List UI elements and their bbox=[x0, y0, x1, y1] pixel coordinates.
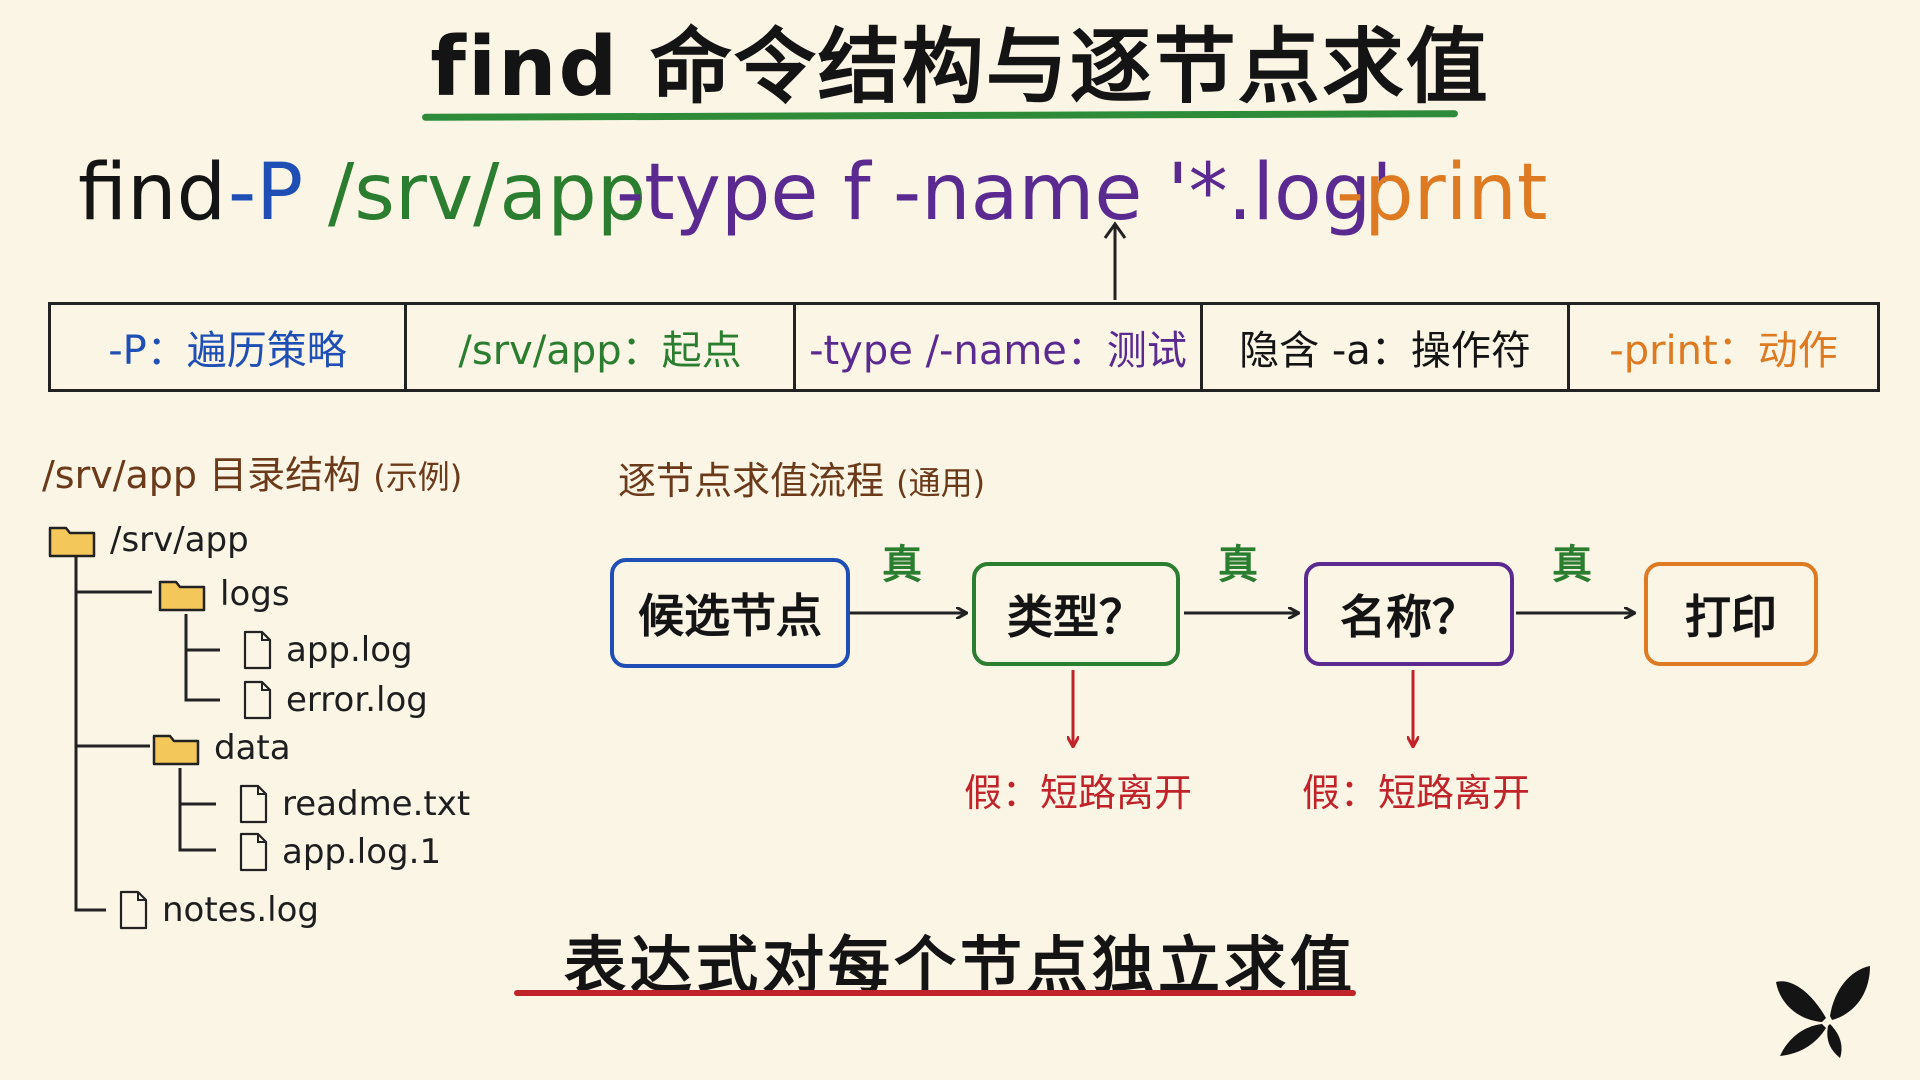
flow-node-candidate: 候选节点 bbox=[610, 558, 850, 668]
tree-item-name: data bbox=[214, 728, 291, 768]
segment-label: 隐含 -a：操作符 bbox=[1239, 328, 1531, 374]
tree-connectors bbox=[74, 554, 220, 912]
file-icon bbox=[239, 784, 268, 824]
flow-node-label: 类型？ bbox=[1007, 590, 1145, 644]
tree-item-logs: logs bbox=[158, 572, 290, 616]
segment-label: -print：动作 bbox=[1609, 328, 1838, 374]
tree-item-data: data bbox=[152, 726, 291, 770]
false-label: 假：短路离开 bbox=[964, 771, 1193, 815]
command-action: -print bbox=[1336, 148, 1548, 238]
command-name: find bbox=[78, 148, 227, 238]
segment-label: /srv/app：起点 bbox=[458, 328, 742, 374]
tree-item-readme: readme.txt bbox=[238, 782, 470, 826]
tree-item-root: /srv/app bbox=[48, 518, 249, 562]
true-label: 真 bbox=[1218, 542, 1258, 588]
tree-item-name: readme.txt bbox=[282, 784, 471, 824]
tree-item-name: app.log bbox=[286, 630, 413, 670]
summary-underline bbox=[514, 990, 1356, 996]
butterfly-icon bbox=[1776, 966, 1870, 1058]
directory-tree: /srv/app logs app.log error.log data re bbox=[40, 510, 560, 940]
flow-node-type-check: 类型？ bbox=[972, 562, 1180, 666]
segment-start-point: /srv/app：起点 bbox=[407, 305, 796, 389]
tree-heading-text: /srv/app 目录结构 bbox=[42, 453, 362, 497]
command-segment-bar: -P：遍历策略 /srv/app：起点 -type /-name：测试 隐含 -… bbox=[48, 302, 1880, 392]
flow-node-label: 打印 bbox=[1685, 590, 1777, 644]
tree-item-name: error.log bbox=[286, 680, 428, 720]
flow-heading: 逐节点求值流程 (通用) bbox=[618, 450, 985, 505]
segment-label: -P：遍历策略 bbox=[108, 328, 347, 374]
flow-heading-note: (通用) bbox=[896, 464, 986, 502]
tree-item-app-log: app.log bbox=[242, 628, 413, 672]
segment-action: -print：动作 bbox=[1570, 305, 1877, 389]
segment-label: -type /-name：测试 bbox=[809, 328, 1187, 374]
summary-text: 表达式对每个节点独立求值 bbox=[563, 929, 1356, 1002]
tree-item-app-log-1: app.log.1 bbox=[238, 830, 441, 874]
file-icon bbox=[243, 680, 272, 720]
false-label: 假：短路离开 bbox=[1302, 771, 1531, 815]
flow-node-label: 名称？ bbox=[1340, 590, 1478, 644]
command-name-test: -name '*.log' bbox=[893, 148, 1393, 238]
folder-icon bbox=[158, 580, 206, 612]
tree-heading-note: (示例) bbox=[373, 458, 463, 496]
segment-operator: 隐含 -a：操作符 bbox=[1203, 305, 1570, 389]
file-icon bbox=[119, 890, 148, 930]
file-icon bbox=[243, 630, 272, 670]
folder-icon bbox=[152, 734, 200, 766]
page-title: find 命令结构与逐节点求值 bbox=[430, 20, 1490, 115]
tree-item-notes-log: notes.log bbox=[118, 888, 319, 932]
segment-tests: -type /-name：测试 bbox=[796, 305, 1203, 389]
segment-traversal: -P：遍历策略 bbox=[51, 305, 407, 389]
tree-item-name: notes.log bbox=[162, 890, 319, 930]
folder-icon bbox=[48, 526, 96, 558]
command-path: /srv/app bbox=[328, 148, 647, 238]
command-option: -P bbox=[228, 148, 304, 238]
tree-item-error-log: error.log bbox=[242, 678, 428, 722]
false-arrow bbox=[1073, 670, 1413, 746]
flow-node-print: 打印 bbox=[1644, 562, 1818, 666]
tree-item-name: logs bbox=[220, 574, 290, 614]
tree-heading: /srv/app 目录结构 (示例) bbox=[42, 444, 462, 499]
flow-node-label: 候选节点 bbox=[638, 589, 822, 643]
true-label: 真 bbox=[1552, 542, 1592, 588]
flow-heading-text: 逐节点求值流程 bbox=[618, 459, 885, 503]
tree-item-name: /srv/app bbox=[110, 520, 249, 560]
tree-item-name: app.log.1 bbox=[282, 832, 442, 872]
true-label: 真 bbox=[882, 542, 922, 588]
file-icon bbox=[239, 832, 268, 872]
command-type-test: -type f bbox=[616, 148, 871, 238]
flow-node-name-check: 名称？ bbox=[1304, 562, 1514, 666]
up-arrow-icon bbox=[1103, 221, 1127, 300]
